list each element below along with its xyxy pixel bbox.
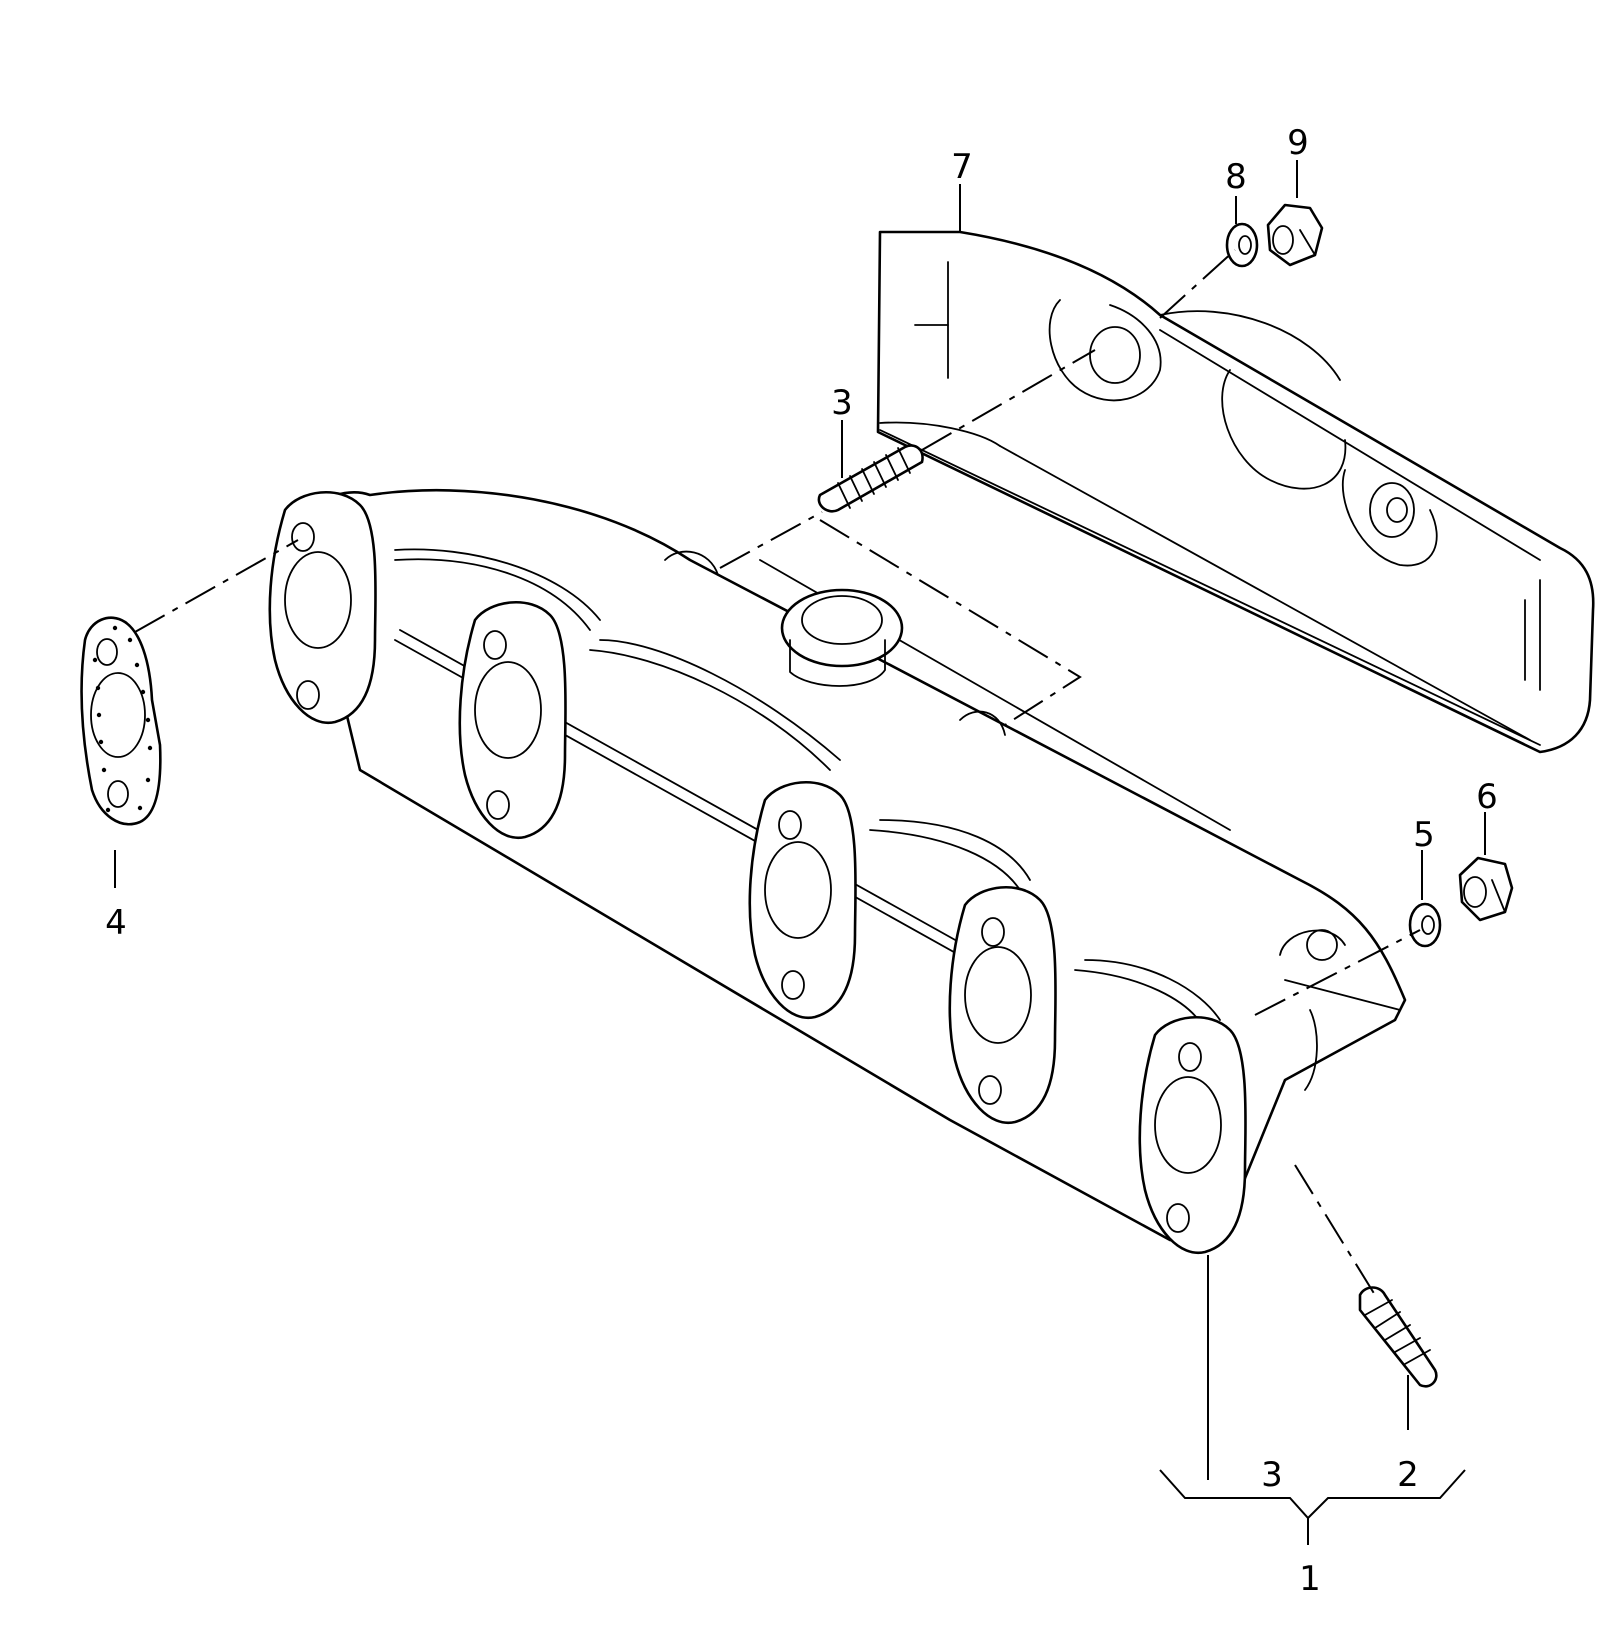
- stud-upper: [817, 444, 924, 513]
- callout-9: 9: [1287, 123, 1309, 163]
- assembly-lines: [134, 249, 1421, 1296]
- washer-lower: [1408, 902, 1442, 948]
- callout-5: 5: [1413, 815, 1435, 855]
- callout-6: 6: [1476, 777, 1498, 817]
- callout-2: 2: [1397, 1455, 1419, 1495]
- callout-labels: 1 2 3 3 4 5 6 7 8 9: [105, 123, 1498, 1599]
- gasket-rivet-dots: [92, 625, 153, 813]
- callout-3-stud: 3: [831, 383, 853, 423]
- port-flange-2: [458, 601, 567, 840]
- washer-upper: [1225, 222, 1259, 268]
- exhaust-manifold: [268, 488, 1407, 1255]
- nut-upper: [1266, 203, 1324, 267]
- leader-lines: [114, 160, 1486, 1545]
- callout-1: 1: [1299, 1559, 1321, 1599]
- heat-shield: [876, 230, 1595, 754]
- nut-lower: [1458, 856, 1514, 922]
- port-flange-4: [948, 886, 1057, 1125]
- callout-4: 4: [105, 903, 127, 943]
- callout-7: 7: [951, 147, 973, 187]
- gasket: [80, 616, 162, 826]
- port-flange-3: [748, 781, 857, 1020]
- port-flange-1: [268, 491, 377, 725]
- port-flange-5: [1138, 1016, 1247, 1255]
- callout-8: 8: [1225, 157, 1247, 197]
- stud-lower: [1358, 1286, 1438, 1388]
- callout-3-bracket: 3: [1261, 1455, 1283, 1495]
